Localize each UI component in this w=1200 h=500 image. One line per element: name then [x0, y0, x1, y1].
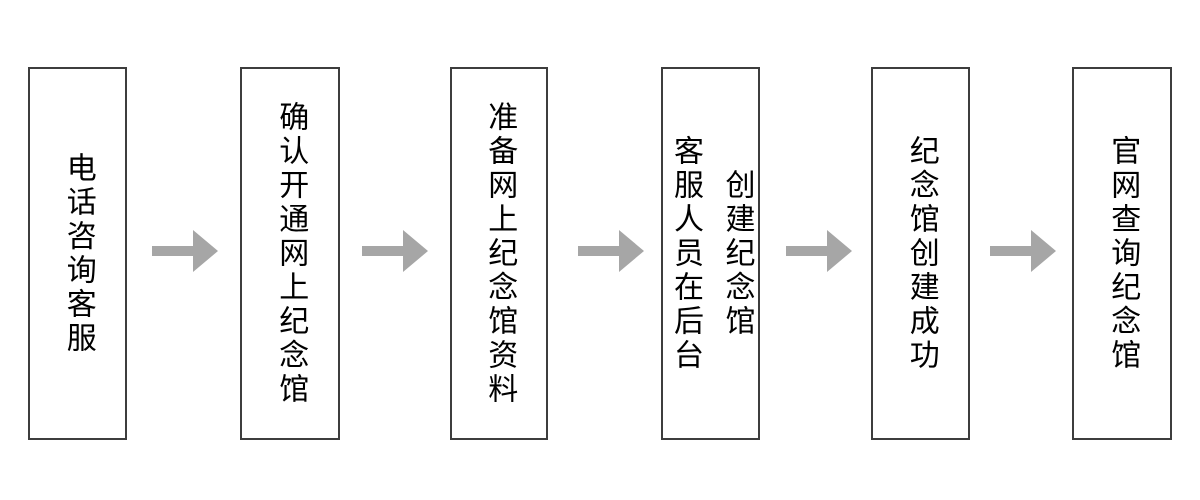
- flow-step-1-label: 电话咨询客服: [61, 151, 95, 356]
- arrow-right-icon: [362, 230, 428, 272]
- flow-step-2: 确认开通网上纪念馆: [240, 67, 340, 440]
- flow-step-5-label: 纪念馆创建成功: [904, 134, 938, 373]
- arrow-right-icon: [578, 230, 644, 272]
- arrow-right-icon: [152, 230, 218, 272]
- flow-step-1: 电话咨询客服: [28, 67, 127, 440]
- flow-step-6: 官网查询纪念馆: [1072, 67, 1172, 440]
- flow-step-2-label: 确认开通网上纪念馆: [274, 100, 308, 407]
- flow-step-4-label-col-2: 创建纪念馆: [720, 168, 754, 339]
- flow-step-4: 客服人员在后台 创建纪念馆: [661, 67, 760, 440]
- arrow-right-icon: [990, 230, 1056, 272]
- arrow-right-icon: [786, 230, 852, 272]
- flow-step-5: 纪念馆创建成功: [871, 67, 970, 440]
- flow-step-3-label: 准备网上纪念馆资料: [483, 100, 517, 407]
- flow-step-3: 准备网上纪念馆资料: [450, 67, 548, 440]
- flow-step-6-label: 官网查询纪念馆: [1106, 134, 1140, 373]
- flow-step-4-label-col-1: 客服人员在后台: [669, 134, 702, 373]
